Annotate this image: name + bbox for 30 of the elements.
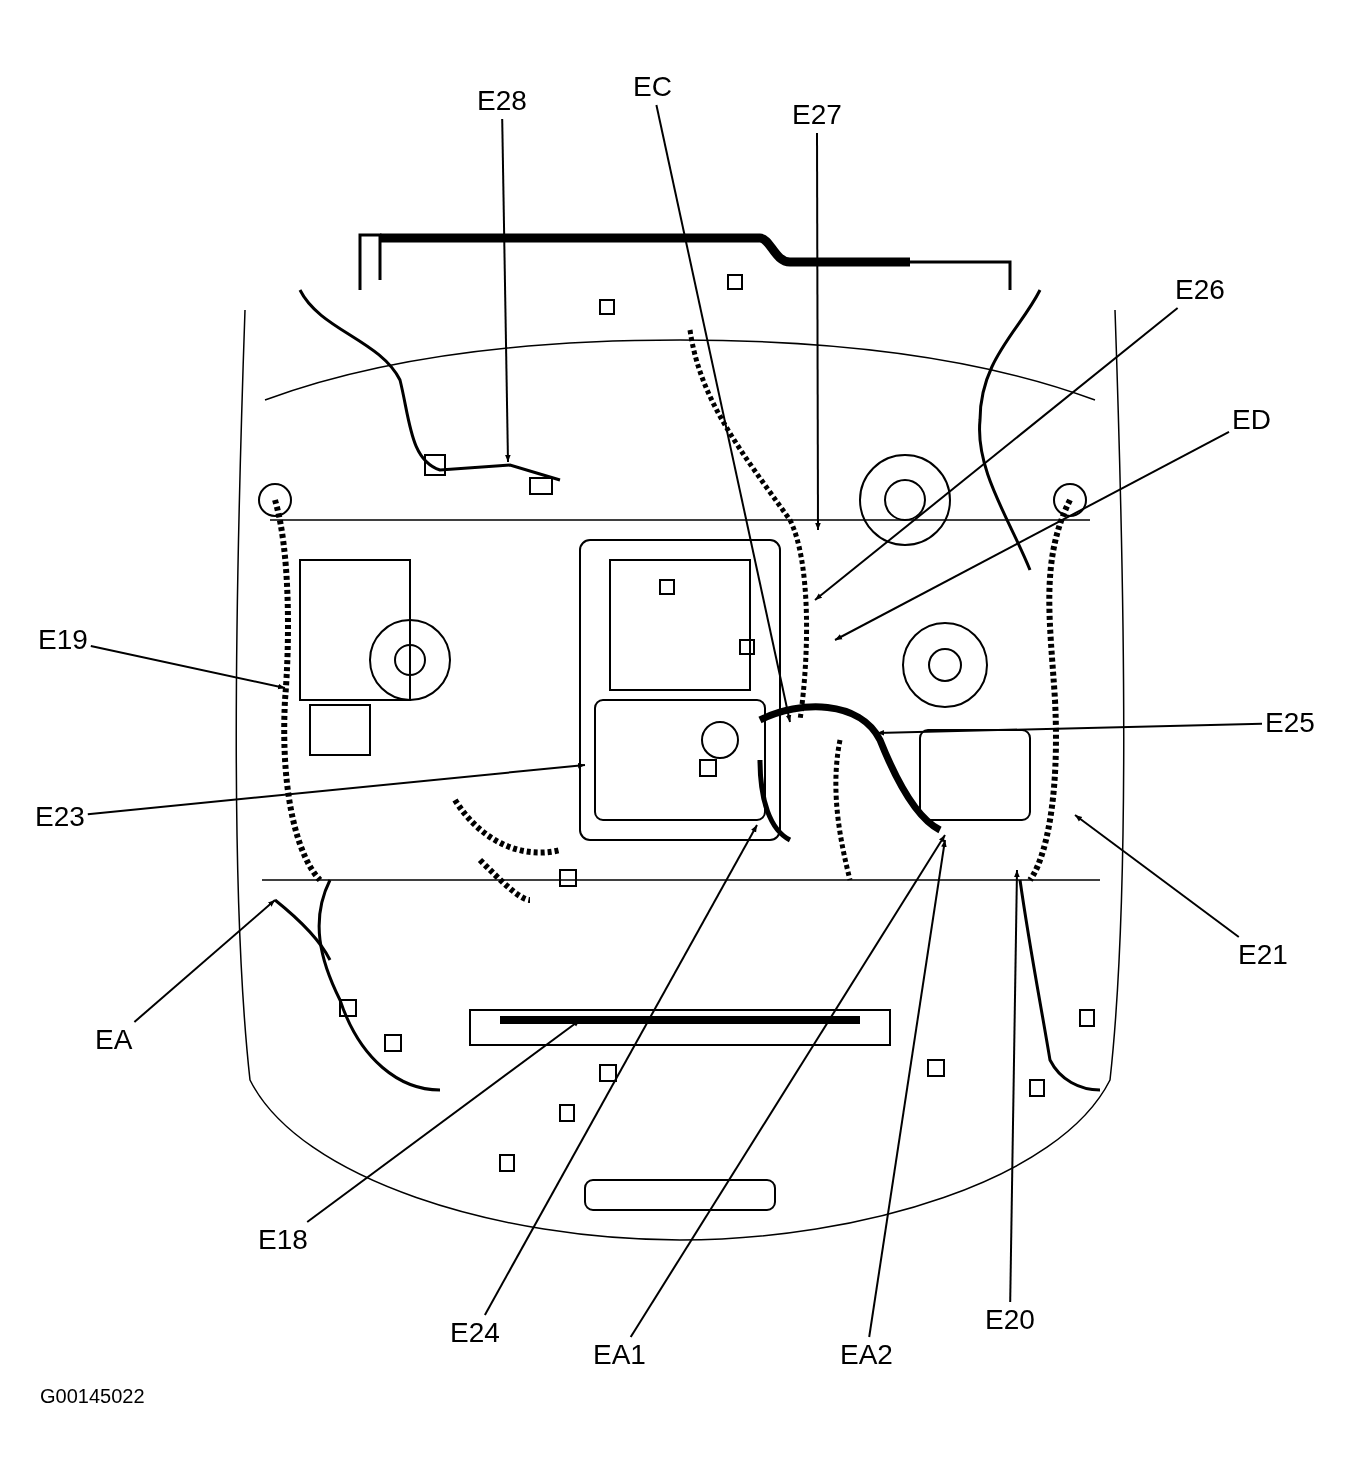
callout-label: E21	[1238, 940, 1288, 970]
leader-line	[834, 430, 1230, 641]
leader-line	[655, 104, 792, 723]
callout-label: ED	[1232, 405, 1271, 435]
leader-line	[814, 307, 1179, 601]
callout-label: E24	[450, 1318, 500, 1348]
leader-line	[1074, 814, 1240, 938]
leader-line	[629, 834, 946, 1338]
leader-line	[86, 762, 586, 816]
callout-label: E19	[38, 625, 88, 655]
leader-line	[89, 645, 286, 690]
callout-label: E25	[1265, 708, 1315, 738]
leader-line	[483, 824, 758, 1316]
callout-label: E27	[792, 100, 842, 130]
leader-line	[868, 839, 947, 1338]
leader-line	[501, 118, 511, 463]
leader-line	[133, 899, 276, 1023]
callout-label: EA2	[840, 1340, 893, 1370]
callout-label: E26	[1175, 275, 1225, 305]
callout-label: EA1	[593, 1340, 646, 1370]
callout-label: E23	[35, 802, 85, 832]
leader-line	[876, 722, 1263, 736]
leader-line	[1009, 869, 1020, 1303]
callout-label: EC	[633, 72, 672, 102]
callout-label: E20	[985, 1305, 1035, 1335]
leader-line	[815, 132, 821, 531]
callout-label: EA	[95, 1025, 133, 1055]
callout-label: E18	[258, 1225, 308, 1255]
callout-label: E28	[477, 86, 527, 116]
figure-code: G00145022	[40, 1385, 145, 1407]
